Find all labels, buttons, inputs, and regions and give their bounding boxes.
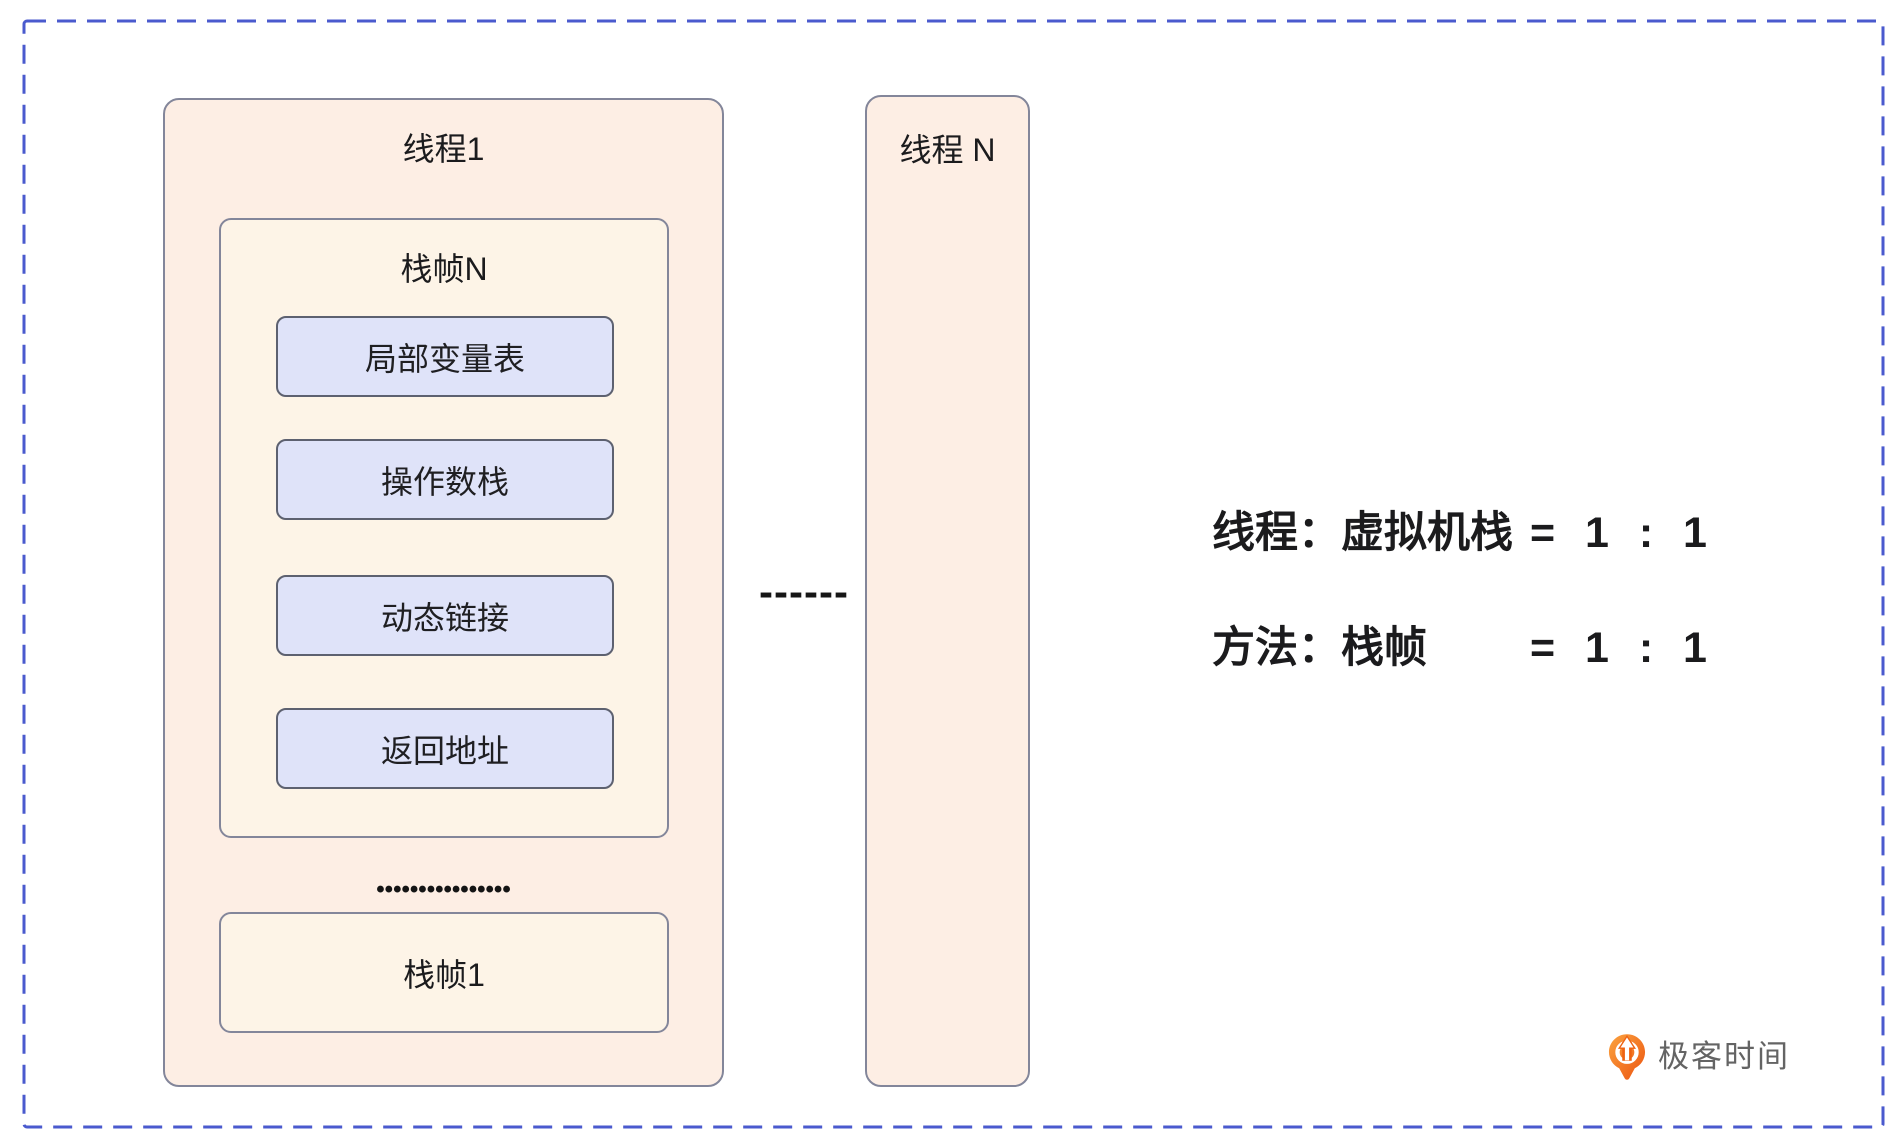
frame-item-local-variable-table: 局部变量表 xyxy=(276,316,614,397)
ratio-annotations: 线程：虚拟机栈 = 1 : 1 方法：栈帧 = 1 : 1 xyxy=(1212,505,1709,676)
stack-frame-n-label: 栈帧N xyxy=(400,251,488,287)
thread-n-box: 线程 N xyxy=(865,95,1030,1087)
frame-item-label: 返回地址 xyxy=(380,732,509,769)
thread-n-label: 线程 N xyxy=(899,132,996,168)
geektime-logo: 极客时间 xyxy=(1608,1033,1790,1081)
ratio-line2-value: = 1 : 1 xyxy=(1530,624,1709,672)
geektime-logo-text: 极客时间 xyxy=(1658,1039,1790,1074)
frame-item-label: 操作数栈 xyxy=(380,463,509,500)
thread1-label: 线程1 xyxy=(402,131,485,167)
frame-item-return-address: 返回地址 xyxy=(276,708,614,789)
ratio-line1-value: = 1 : 1 xyxy=(1530,509,1709,557)
ellipsis-dots: •••••••••••••••• xyxy=(376,876,511,903)
stack-frame-n-box: 栈帧N 局部变量表 操作数栈 动态链接 返回地址 xyxy=(219,218,669,838)
ratio-line2-label: 方法：栈帧 xyxy=(1212,624,1427,672)
stack-frame-1-label: 栈帧1 xyxy=(403,956,485,993)
ratio-line1-label: 线程：虚拟机栈 xyxy=(1212,509,1513,557)
stack-frame-1-box: 栈帧1 xyxy=(219,912,669,1033)
frame-item-label: 动态链接 xyxy=(380,599,509,636)
ratio-line-thread-vmstack: 线程：虚拟机栈 = 1 : 1 xyxy=(1212,505,1709,561)
frame-item-operand-stack: 操作数栈 xyxy=(276,439,614,520)
ratio-line-method-frame: 方法：栈帧 = 1 : 1 xyxy=(1212,620,1709,676)
frame-item-dynamic-linking: 动态链接 xyxy=(276,575,614,656)
frame-item-label: 局部变量表 xyxy=(364,340,525,377)
thread1-box: 线程1 栈帧N 局部变量表 操作数栈 动态链接 返回地址 •••••••••••… xyxy=(163,98,724,1087)
connector-dashes: ------ xyxy=(759,568,849,615)
geektime-pin-icon xyxy=(1608,1034,1646,1080)
